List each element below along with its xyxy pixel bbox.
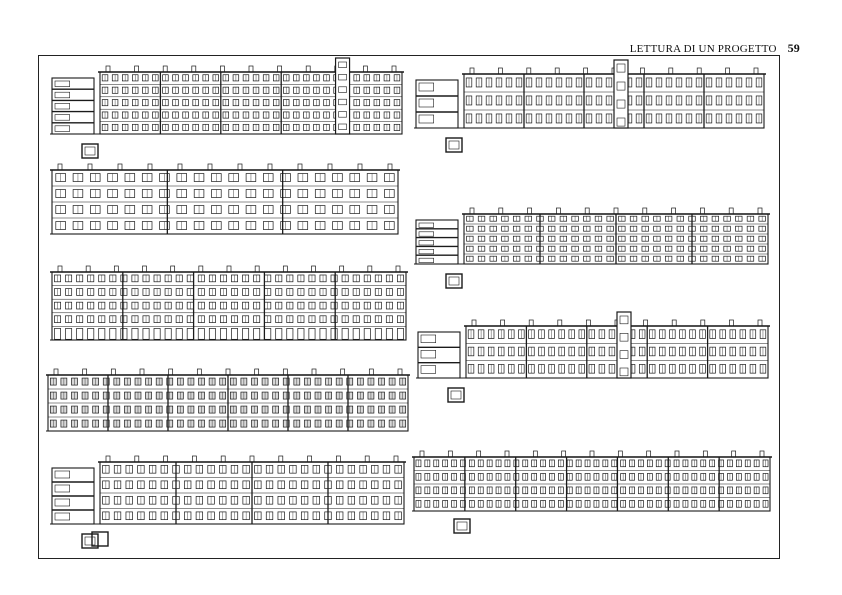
plan-inset: [447, 387, 465, 403]
running-header: LETTURA DI UN PROGETTO 59: [630, 41, 800, 56]
plate-elevation-right-3: [416, 311, 770, 403]
plan-inset: [91, 531, 109, 547]
plate-elevation-right-1: [414, 59, 766, 153]
page-number: 59: [787, 41, 800, 55]
plate-elevation-left-4: [46, 368, 410, 432]
plate-elevation-left-5: [50, 455, 406, 549]
plan-inset: [453, 518, 471, 534]
running-title: LETTURA DI UN PROGETTO: [629, 43, 777, 55]
plate-elevation-left-3: [50, 265, 408, 341]
plate-elevation-right-2: [414, 207, 770, 289]
plan-inset: [445, 137, 463, 153]
plan-inset: [81, 533, 99, 549]
plan-inset: [81, 143, 99, 159]
plan-inset: [445, 273, 463, 289]
plate-elevation-right-4: [412, 450, 772, 534]
plate-elevation-left-2: [50, 163, 400, 235]
plate-elevation-left-1: [50, 57, 404, 159]
plates-group: [46, 57, 772, 549]
plate-frame: [38, 55, 780, 559]
